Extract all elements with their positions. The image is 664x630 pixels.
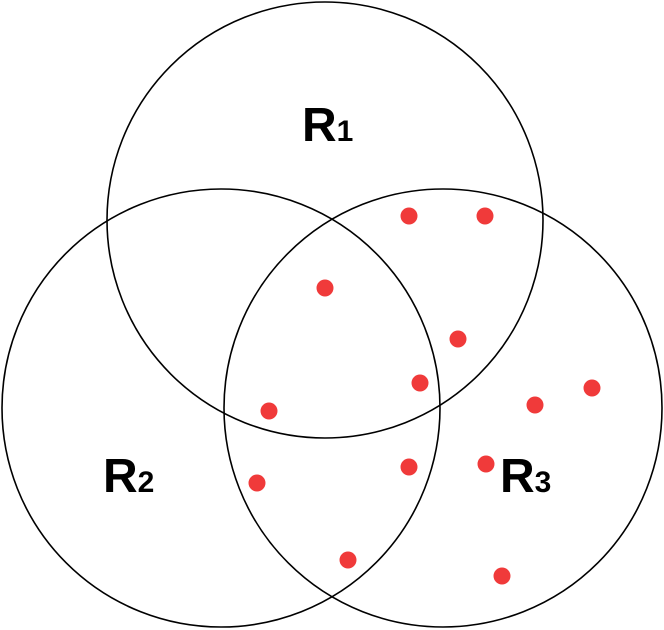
region-label-r3-subscript: 3 [535, 466, 552, 499]
data-point [493, 567, 511, 585]
region-label-r2-subscript: 2 [138, 466, 155, 499]
data-point [583, 379, 601, 397]
region-label-r3-name: R [500, 450, 535, 503]
data-point [400, 207, 418, 225]
data-points [248, 207, 601, 585]
region-label-r1: R1 [302, 99, 353, 152]
region-circle-r2 [1, 188, 441, 628]
data-point [400, 458, 418, 476]
data-point [476, 207, 494, 225]
data-point [339, 551, 357, 569]
region-label-r2: R2 [103, 450, 154, 503]
data-point [316, 279, 334, 297]
data-point [449, 330, 467, 348]
data-point [248, 474, 266, 492]
data-point [526, 396, 544, 414]
data-point [411, 374, 429, 392]
region-circle-r3 [223, 188, 663, 628]
region-label-r2-name: R [103, 450, 138, 503]
region-label-r3: R3 [500, 450, 551, 503]
data-point [477, 455, 495, 473]
region-circle-r1 [106, 1, 544, 439]
region-label-r1-name: R [302, 99, 337, 152]
region-label-r1-subscript: 1 [337, 115, 354, 148]
data-point [260, 402, 278, 420]
